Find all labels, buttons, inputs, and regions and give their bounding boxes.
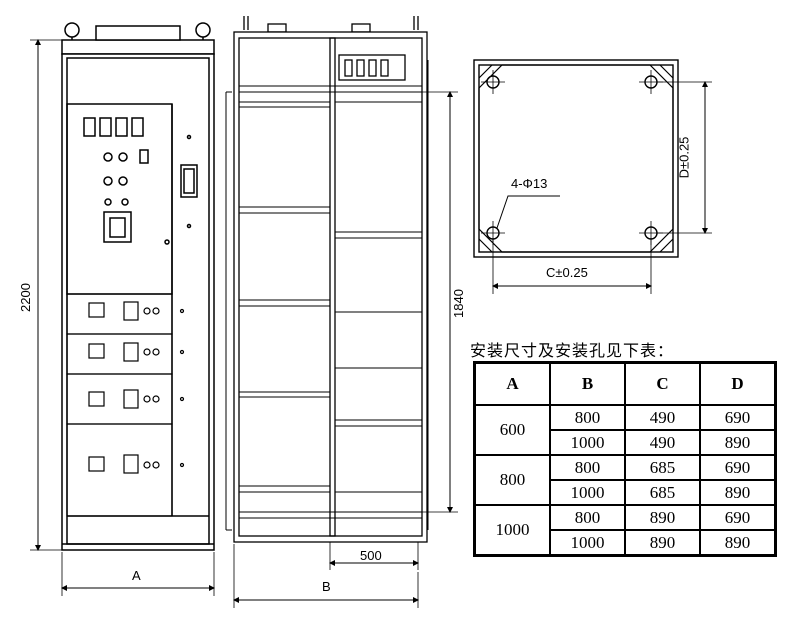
cell-b: 1000 — [549, 429, 626, 456]
table-row: 1000 490 890 — [475, 429, 777, 456]
cell-d: 690 — [699, 454, 777, 481]
drawer-units — [66, 293, 185, 517]
plan-view — [473, 59, 712, 294]
cell-c: 685 — [624, 454, 701, 481]
install-dimension-table: A B C D 600 800 490 690 1000 490 890 800… — [473, 361, 777, 557]
header-a: A — [473, 361, 551, 406]
side-view — [225, 16, 458, 608]
table-row: 1000 800 890 690 — [473, 504, 777, 557]
cell-a: 800 — [473, 454, 551, 506]
table-row: 1000 685 890 — [475, 479, 777, 506]
cell-b: 1000 — [549, 479, 626, 506]
cell-a: 600 — [473, 404, 551, 456]
hole-spec-label: 4-Φ13 — [511, 176, 548, 191]
front-view — [30, 22, 215, 596]
table-row: 1000 890 890 — [475, 529, 777, 557]
cell-b: 800 — [549, 404, 626, 431]
meter — [99, 117, 112, 137]
meter — [115, 117, 128, 137]
header-c: C — [624, 361, 701, 406]
table-row: 600 800 490 690 — [473, 404, 777, 456]
table-row: 800 800 685 690 — [473, 454, 777, 506]
d-dimension-label: D±0.25 — [676, 136, 692, 179]
cell-c: 490 — [624, 429, 701, 456]
header-d: D — [699, 361, 777, 406]
height-dimension-label: 2200 — [17, 283, 33, 312]
header-b: B — [549, 361, 626, 406]
cell-d: 690 — [699, 404, 777, 431]
c-dimension-label: C±0.25 — [546, 265, 588, 280]
cell-d: 890 — [699, 529, 777, 557]
table-header-row: A B C D — [473, 361, 777, 406]
base-dimension-label: 500 — [360, 548, 382, 563]
meter — [83, 117, 96, 137]
cell-b: 800 — [549, 504, 626, 531]
meter — [131, 117, 144, 137]
cell-b: 1000 — [549, 529, 626, 557]
cell-c: 890 — [624, 504, 701, 531]
base-plate — [473, 59, 679, 258]
cell-d: 890 — [699, 479, 777, 506]
top-frame — [61, 39, 215, 55]
width-dimension-label: A — [132, 568, 141, 583]
cell-c: 685 — [624, 479, 701, 506]
cell-b: 800 — [549, 454, 626, 481]
cell-c: 490 — [624, 404, 701, 431]
cell-d: 890 — [699, 429, 777, 456]
cell-a: 1000 — [473, 504, 551, 557]
table-title: 安装尺寸及安装孔见下表： — [470, 341, 675, 360]
cell-c: 890 — [624, 529, 701, 557]
inner-height-dimension-label: 1840 — [450, 289, 466, 318]
cell-d: 690 — [699, 504, 777, 531]
lifting-eye-right — [195, 22, 211, 38]
depth-dimension-label: B — [322, 579, 331, 594]
lifting-eye-left — [64, 22, 80, 38]
